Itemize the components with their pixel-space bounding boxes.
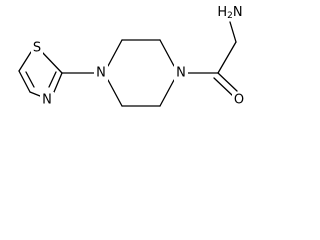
piperazine-right-nitrogen-atom: N: [174, 65, 188, 81]
bond-carbonyl-double-a: [217, 72, 238, 92]
bond-piperazine-ctop-nr: [159, 39, 175, 67]
carbonyl-oxygen-label: O: [234, 93, 244, 108]
bonds: [18, 21, 238, 107]
thiazole-sulfur-label: S: [33, 41, 41, 56]
bond-carbonyl-double-b: [213, 77, 234, 97]
piperazine-left-nitrogen-label: N: [96, 66, 106, 81]
thiazole-nitrogen-atom: N: [40, 92, 54, 108]
bond-piperazine-cbot-nl: [107, 79, 123, 107]
bond-thiazole-c2-s: [41, 51, 63, 74]
amine-nitrogen-atom: H2N: [213, 4, 247, 21]
atom-labels: H2N S N N N O: [31, 4, 247, 108]
bond-thiazole-c5-c4-inner: [25, 71, 35, 88]
bond-ch2-to-amine: [229, 21, 237, 43]
bond-carbonyl-to-ch2: [217, 41, 237, 74]
bond-thiazole-c4-n3: [29, 91, 41, 97]
thiazole-sulfur-atom: S: [31, 40, 43, 56]
chemical-structure: H2N S N N N O: [18, 4, 247, 108]
bond-thiazole-c5-c4: [18, 70, 31, 93]
piperazine-right-nitrogen-label: N: [176, 66, 186, 81]
bond-thiazole-s-c5: [18, 51, 32, 72]
bond-thiazole-n3-c2: [53, 72, 63, 93]
carbonyl-oxygen-atom: O: [232, 92, 246, 108]
bond-thiazole-n3-c2-inner: [48, 71, 57, 88]
amine-nitrogen-label: H2N: [217, 5, 242, 22]
thiazole-nitrogen-label: N: [42, 93, 52, 108]
piperazine-left-nitrogen-atom: N: [94, 65, 108, 81]
bond-piperazine-nl-ctop: [107, 39, 123, 67]
bond-piperazine-nr-cbot: [159, 79, 175, 107]
